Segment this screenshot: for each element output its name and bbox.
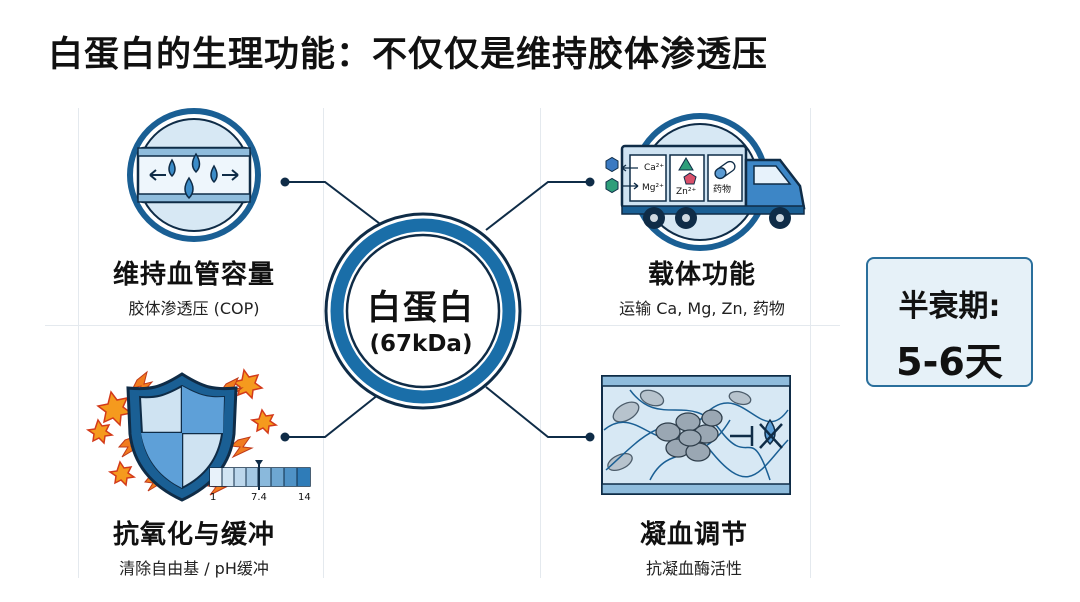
albumin-label: 白蛋白 (67kDa) xyxy=(341,280,501,357)
ph-value-label: 7.4 xyxy=(251,492,267,503)
antioxidant-shield-icon: 1 7.4 14 xyxy=(88,370,311,503)
function-label-volume: 维持血管容量 胶体渗透压 (COP) xyxy=(84,254,304,319)
function-heading: 维持血管容量 xyxy=(84,254,304,291)
carrier-truck-icon: Ca²⁺ Mg²⁺ Zn²⁺ 药物 xyxy=(606,116,804,248)
half-life-label: 半衰期: xyxy=(868,281,1031,325)
ph-min-label: 1 xyxy=(210,492,216,503)
function-heading: 凝血调节 xyxy=(584,514,804,551)
function-heading: 载体功能 xyxy=(584,254,820,291)
connector-bottom-right xyxy=(486,387,590,437)
function-label-carrier: 载体功能 运输 Ca, Mg, Zn, 药物 xyxy=(584,254,820,319)
hexagon-ion-icon xyxy=(606,179,618,193)
ph-max-label: 14 xyxy=(298,492,311,503)
function-subtitle: 抗凝血酶活性 xyxy=(584,555,804,579)
albumin-mass: (67kDa) xyxy=(341,331,501,357)
drug-label: 药物 xyxy=(713,183,731,195)
albumin-name: 白蛋白 xyxy=(341,280,501,329)
connector-top-right xyxy=(486,182,590,230)
connector-top-left xyxy=(285,182,388,230)
ca-ion-label: Ca²⁺ xyxy=(644,163,664,173)
zn-ion-label: Zn²⁺ xyxy=(676,187,696,197)
function-label-antioxidant: 抗氧化与缓冲 清除自由基 / pH缓冲 xyxy=(84,514,304,579)
function-label-coagulation: 凝血调节 抗凝血酶活性 xyxy=(584,514,804,579)
coagulation-vessel-icon xyxy=(602,376,790,494)
half-life-value: 5-6天 xyxy=(868,331,1031,386)
ph-scale: 1 7.4 14 xyxy=(210,460,311,503)
vessel-volume-icon xyxy=(130,111,258,239)
function-heading: 抗氧化与缓冲 xyxy=(84,514,304,551)
hexagon-ion-icon xyxy=(606,158,618,172)
mg-ion-label: Mg²⁺ xyxy=(642,183,664,193)
function-subtitle: 清除自由基 / pH缓冲 xyxy=(84,555,304,579)
function-subtitle: 胶体渗透压 (COP) xyxy=(84,295,304,319)
function-subtitle: 运输 Ca, Mg, Zn, 药物 xyxy=(584,295,820,319)
half-life-box: 半衰期: 5-6天 xyxy=(866,257,1033,387)
